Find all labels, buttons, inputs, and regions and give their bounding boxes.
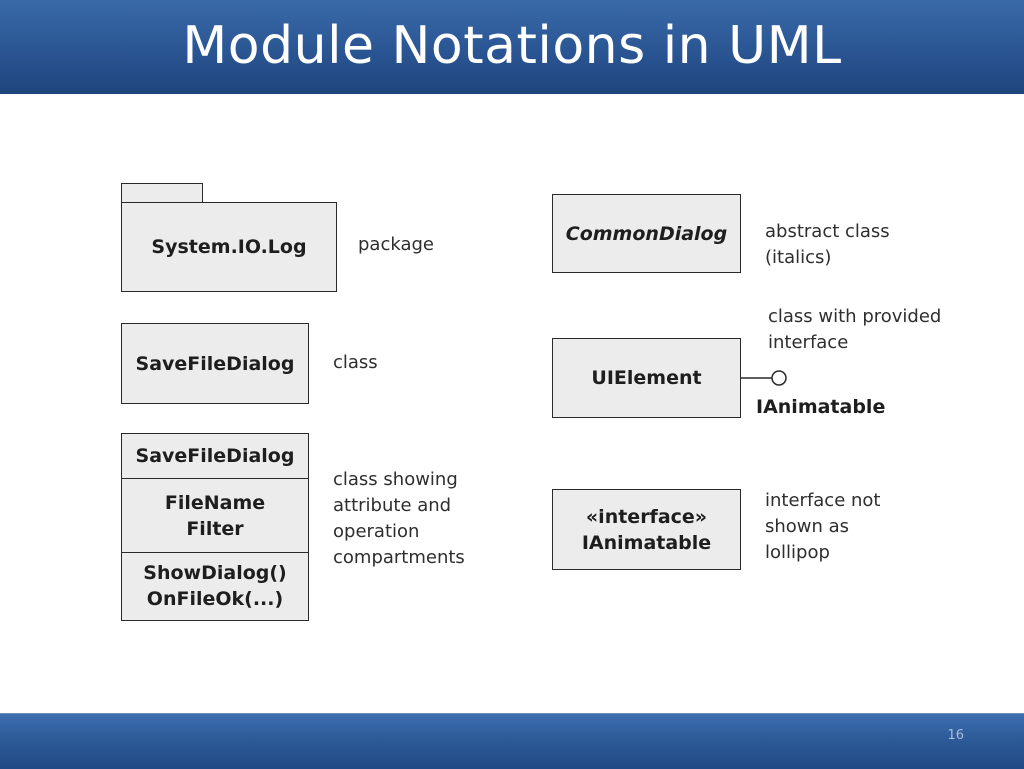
attribute: Filter [186,517,244,540]
package-name: System.IO.Log [151,236,307,258]
note-line: abstract class [765,221,890,242]
class-box: SaveFileDialog [121,323,309,404]
note-line: shown as [765,516,850,537]
footer-bar: 16 [0,713,1024,769]
class-compartments-box: SaveFileDialog FileName Filter ShowDialo… [121,433,309,621]
operation-compartment: ShowDialog() OnFileOk(...) [122,553,308,619]
operation: ShowDialog() [143,562,287,584]
package-tab [121,183,203,204]
note-line: interface not [765,490,881,511]
provided-interface-label: IAnimatable [756,396,886,418]
abstract-class-box: CommonDialog [552,194,741,273]
note-line: operation [333,521,420,542]
provided-interface-note: class with provided interface [768,304,941,356]
note-line: lollipop [765,542,830,563]
abstract-class-name: CommonDialog [565,222,728,245]
class-name: UIElement [591,367,702,389]
attribute-compartment: FileName Filter [122,479,308,553]
slide-title: Module Notations in UML [182,16,842,76]
note-line: (italics) [765,247,832,268]
title-bar: Module Notations in UML [0,0,1024,94]
page-number: 16 [947,728,964,743]
lollipop-icon [740,370,787,386]
note-line: class with provided [768,306,942,327]
note-line: attribute and [333,495,452,516]
class-name-compartment: SaveFileDialog [122,434,308,479]
interface-stereotype: «interface» [585,505,708,528]
attribute: FileName [164,491,266,514]
class-name: SaveFileDialog [135,352,295,375]
class-compartments-note: class showing attribute and operation co… [333,467,465,571]
package-box: System.IO.Log [121,202,337,292]
class-note: class [333,352,378,373]
interface-note: interface not shown as lollipop [765,488,880,566]
interface-name: IAnimatable [581,531,712,554]
package-note: package [358,234,434,255]
note-line: class showing [333,469,458,490]
operation: OnFileOk(...) [146,588,284,610]
interface-box: «interface» IAnimatable [552,489,741,570]
note-line: compartments [333,547,465,568]
class-name: SaveFileDialog [135,445,295,467]
note-line: interface [768,332,849,353]
provided-interface-class-box: UIElement [552,338,741,418]
abstract-class-note: abstract class (italics) [765,219,890,271]
